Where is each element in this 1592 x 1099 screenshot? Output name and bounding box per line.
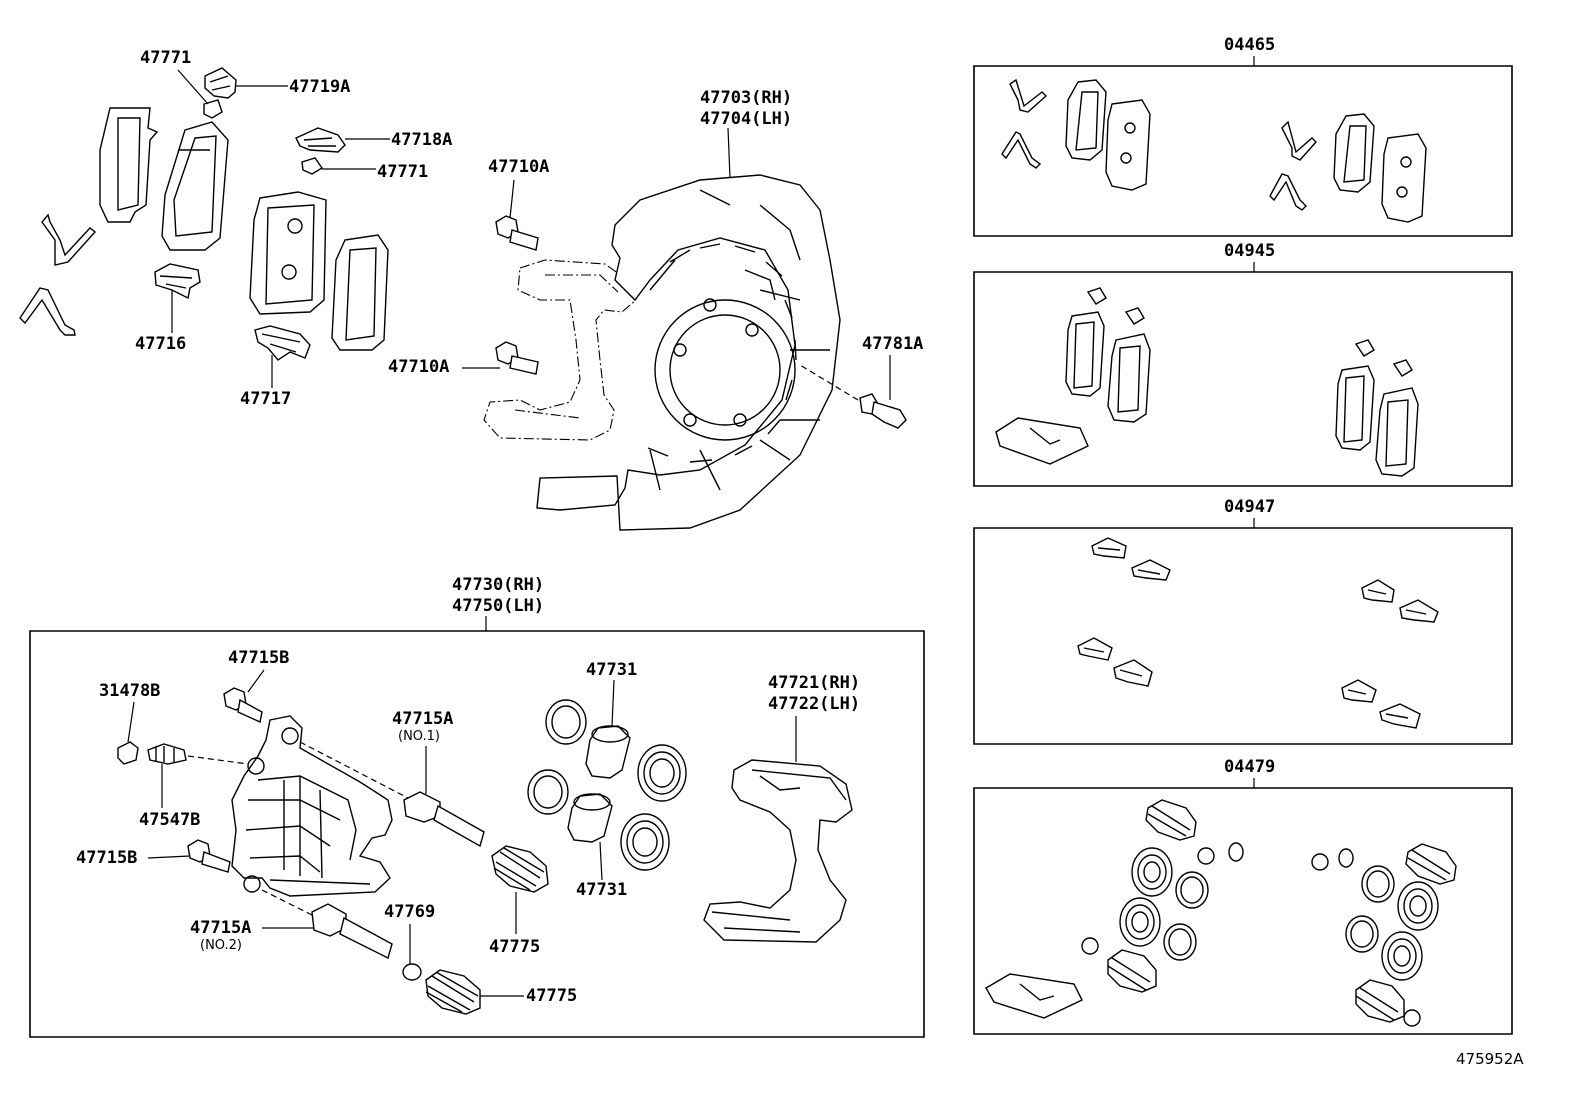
label-kit-04945: 04945	[1224, 241, 1276, 261]
boot-47775-mid	[492, 846, 548, 892]
label-no2: (NO.2)	[200, 938, 242, 953]
brake-pad-front	[162, 122, 228, 250]
boot-47775-bottom	[426, 970, 480, 1014]
drawing-code: 475952A	[1456, 1050, 1524, 1068]
piston-seal-47731-top-set	[546, 700, 686, 801]
kit-04945-contents	[996, 288, 1418, 476]
kit-box-04465	[974, 66, 1512, 236]
label-no1: (NO.1)	[398, 729, 440, 744]
shim-47718A	[296, 128, 345, 152]
label-47750: 47750(LH)	[452, 596, 545, 616]
bolt-47781A	[860, 394, 906, 428]
slide-pin-47715A-no1	[404, 792, 484, 846]
label-47704: 47704(LH)	[700, 109, 793, 129]
label-31478B: 31478B	[99, 681, 161, 701]
cap-31478B	[118, 742, 138, 764]
kit-box-04947	[974, 528, 1512, 744]
caliper-assembly-box	[30, 631, 924, 1037]
label-47716: 47716	[135, 334, 187, 354]
label-47721: 47721(RH)	[768, 673, 861, 693]
label-47731-top: 47731	[586, 660, 638, 680]
label-kit-04465: 04465	[1224, 35, 1276, 55]
label-47718A: 47718A	[391, 130, 453, 150]
bleeder-plug-47547B	[148, 744, 186, 764]
outer-shim-left	[100, 108, 157, 222]
label-47547B: 47547B	[139, 810, 201, 830]
clip-47771-mid	[302, 158, 322, 174]
shim-47716	[155, 264, 200, 298]
bolt-47715B-top	[224, 688, 262, 722]
label-47722: 47722(LH)	[768, 694, 861, 714]
label-47719A: 47719A	[289, 77, 351, 97]
kit-04479-contents	[986, 800, 1456, 1026]
bolt-47715B-bottom	[188, 840, 230, 872]
label-47730: 47730(RH)	[452, 575, 545, 595]
caliper-body	[232, 716, 392, 896]
brake-pad-rear	[250, 192, 326, 314]
label-47775-bottom: 47775	[526, 986, 578, 1006]
bolt-47710A-bottom	[496, 342, 538, 374]
shim-47719A	[205, 68, 236, 98]
label-47715A-no2: 47715A	[190, 918, 252, 938]
label-47715B-top: 47715B	[228, 648, 290, 668]
kit-04947-contents	[1078, 538, 1438, 728]
inner-shim-right	[332, 235, 388, 350]
caliper-mounting-bracket-phantom	[484, 260, 636, 440]
caliper-bracket-47721	[704, 760, 852, 942]
label-47710A-bottom: 47710A	[388, 357, 450, 377]
kit-box-04479	[974, 788, 1512, 1034]
label-47731-bottom: 47731	[576, 880, 628, 900]
label-47703: 47703(RH)	[700, 88, 793, 108]
dust-shield-47703	[537, 175, 840, 530]
label-47717: 47717	[240, 389, 292, 409]
label-47771-top: 47771	[140, 48, 192, 68]
kit-box-04945	[974, 272, 1512, 486]
bolt-47710A-top	[496, 216, 538, 250]
label-47710A-top: 47710A	[488, 157, 550, 177]
label-47771-mid: 47771	[377, 162, 429, 182]
clip-47771-top	[204, 100, 222, 118]
label-47715A-no1: 47715A	[392, 709, 454, 729]
slide-pin-47715A-no2	[312, 904, 392, 958]
piston-seal-47731-bottom-set	[528, 770, 669, 870]
label-47781A: 47781A	[862, 334, 924, 354]
shim-47717	[255, 326, 310, 360]
label-47769: 47769	[384, 902, 436, 922]
label-kit-04479: 04479	[1224, 757, 1276, 777]
label-kit-04947: 04947	[1224, 497, 1276, 517]
kit-04465-contents	[1002, 80, 1426, 222]
label-47775-mid: 47775	[489, 937, 541, 957]
anti-rattle-spring-set	[20, 215, 95, 335]
bushing-47769	[403, 964, 421, 980]
label-47715B-bottom: 47715B	[76, 848, 138, 868]
